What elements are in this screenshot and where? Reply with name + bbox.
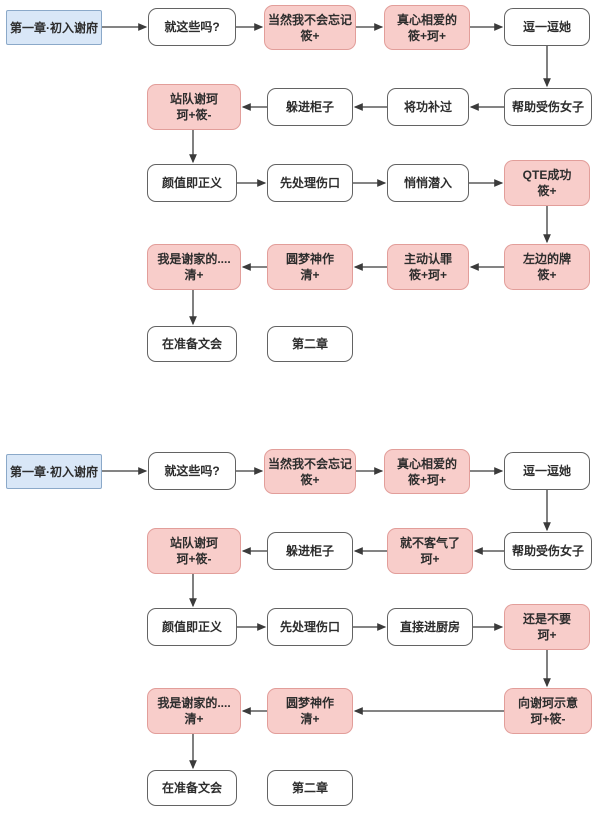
flow-node-r1c1: 就这些吗? <box>148 452 236 490</box>
flow-node-label: 筱+ <box>300 28 320 43</box>
flow-node-label: 我是谢家的.... <box>157 252 231 266</box>
flow-node-label: 就这些吗? <box>164 464 220 478</box>
flow-node-label: 还是不要 <box>522 612 571 626</box>
flow-node-r1c3: 真心相爱的筱+珂+ <box>384 449 470 494</box>
flow-node-label: 珂+ <box>420 552 440 566</box>
flow-node-label: 筱+珂+ <box>407 28 447 43</box>
flow-node-label: 筱+ <box>300 472 320 487</box>
flow-node-r5c2: 第二章 <box>267 326 353 362</box>
flow-node-r1c2: 当然我不会忘记筱+ <box>264 449 356 494</box>
flow-node-r2c1: 站队谢珂珂+筱- <box>147 84 241 130</box>
flow-node-label: 第一章·初入谢府 <box>10 464 98 479</box>
flow-node-label: 筱+珂+ <box>407 472 447 487</box>
flow-node-label: 珂+筱- <box>176 552 212 566</box>
flow-node-r1c2: 当然我不会忘记筱+ <box>264 5 356 50</box>
flow-node-label: 真心相爱的 <box>396 12 457 27</box>
flow-node-r1c1: 就这些吗? <box>148 8 236 46</box>
flow-node-r4c3: 主动认罪筱+珂+ <box>387 244 469 290</box>
flow-node-r5c1: 在准备文会 <box>147 770 237 806</box>
flow-node-label: 躲进柜子 <box>285 100 334 114</box>
flow-node-label: 珂+筱- <box>176 108 212 122</box>
flow-node-r1c4: 逗一逗她 <box>504 8 590 46</box>
flow-node-label: 左边的牌 <box>522 252 571 266</box>
flow-node-r3c3: 直接进厨房 <box>387 608 473 646</box>
flow-node-r2c4: 帮助受伤女子 <box>504 532 592 570</box>
flow-node-r3c2: 先处理伤口 <box>267 608 353 646</box>
flow-node-label: 将功补过 <box>403 100 452 114</box>
flowchart-route-1: 第一章·初入谢府就这些吗?当然我不会忘记筱+真心相爱的筱+珂+逗一逗她站队谢珂珂… <box>0 0 600 375</box>
flow-node-r4c2: 圆梦神作清+ <box>267 688 353 734</box>
flowchart-route-2: 第一章·初入谢府就这些吗?当然我不会忘记筱+真心相爱的筱+珂+逗一逗她站队谢珂珂… <box>0 444 600 819</box>
flow-node-r2c1: 站队谢珂珂+筱- <box>147 528 241 574</box>
flow-node-r2c3: 就不客气了珂+ <box>387 528 473 574</box>
flow-node-label: 主动认罪 <box>403 252 452 266</box>
flow-node-r3c4: 还是不要珂+ <box>504 604 590 650</box>
flow-node-label: 圆梦神作 <box>285 696 334 710</box>
flow-node-label: 珂+筱- <box>530 712 566 726</box>
flow-node-label: 当然我不会忘记 <box>267 12 352 27</box>
flow-node-label: 在准备文会 <box>161 337 222 351</box>
flow-node-label: 我是谢家的.... <box>157 696 231 710</box>
flow-node-r1c4: 逗一逗她 <box>504 452 590 490</box>
flow-node-label: 第二章 <box>291 337 328 351</box>
flow-node-label: 逗一逗她 <box>522 20 571 34</box>
flow-node-label: 清+ <box>184 712 204 726</box>
flow-node-r4c4: 向谢珂示意珂+筱- <box>504 688 592 734</box>
flow-node-r2c2: 躲进柜子 <box>267 88 353 126</box>
flow-node-label: 悄悄潜入 <box>403 176 452 190</box>
flow-node-label: 躲进柜子 <box>285 544 334 558</box>
flow-node-label: 先处理伤口 <box>279 176 340 190</box>
flow-node-label: 筱+珂+ <box>408 268 448 282</box>
flow-node-r4c1: 我是谢家的.... 清+ <box>147 688 241 734</box>
flow-node-r2c2: 躲进柜子 <box>267 532 353 570</box>
flow-node-r4c4: 左边的牌筱+ <box>504 244 590 290</box>
flow-node-label: 清+ <box>300 268 320 282</box>
flow-node-r3c1: 颜值即正义 <box>147 164 237 202</box>
flow-node-label: 帮助受伤女子 <box>511 100 584 114</box>
flow-node-r3c4: QTE成功筱+ <box>504 160 590 206</box>
flow-node-label: 站队谢珂 <box>169 92 218 106</box>
flow-node-r4c1: 我是谢家的.... 清+ <box>147 244 241 290</box>
flow-node-label: 就不客气了 <box>399 536 460 550</box>
flow-node-label: 就这些吗? <box>164 20 220 34</box>
flow-node-label: 第二章 <box>291 781 328 795</box>
flow-node-r5c2: 第二章 <box>267 770 353 806</box>
flow-node-label: 颜值即正义 <box>161 176 222 190</box>
flow-node-label: 清+ <box>300 712 320 726</box>
flow-node-label: 当然我不会忘记 <box>267 456 352 471</box>
flow-node-label: QTE成功 <box>522 168 572 182</box>
flow-node-r4c2: 圆梦神作清+ <box>267 244 353 290</box>
flow-node-r2c4: 帮助受伤女子 <box>504 88 592 126</box>
flow-node-r3c1: 颜值即正义 <box>147 608 237 646</box>
flow-node-label: 先处理伤口 <box>279 620 340 634</box>
flow-node-label: 清+ <box>184 268 204 282</box>
flow-node-label: 颜值即正义 <box>161 620 222 634</box>
flow-node-chapter: 第一章·初入谢府 <box>6 10 102 45</box>
flow-node-label: 珂+ <box>537 628 557 642</box>
flow-node-r5c1: 在准备文会 <box>147 326 237 362</box>
flow-node-label: 站队谢珂 <box>169 536 218 550</box>
flow-node-label: 帮助受伤女子 <box>511 544 584 558</box>
flow-node-chapter: 第一章·初入谢府 <box>6 454 102 489</box>
flow-node-label: 筱+ <box>537 268 557 282</box>
flow-node-r2c3: 将功补过 <box>387 88 469 126</box>
flow-node-r3c2: 先处理伤口 <box>267 164 353 202</box>
flow-node-label: 筱+ <box>537 184 557 198</box>
flow-node-label: 真心相爱的 <box>396 456 457 471</box>
flow-node-label: 逗一逗她 <box>522 464 571 478</box>
flow-node-label: 第一章·初入谢府 <box>10 20 98 35</box>
flow-node-label: 在准备文会 <box>161 781 222 795</box>
flow-node-r1c3: 真心相爱的筱+珂+ <box>384 5 470 50</box>
flow-node-r3c3: 悄悄潜入 <box>387 164 469 202</box>
flow-node-label: 直接进厨房 <box>399 620 460 634</box>
flow-node-label: 向谢珂示意 <box>517 696 578 710</box>
flow-node-label: 圆梦神作 <box>285 252 334 266</box>
